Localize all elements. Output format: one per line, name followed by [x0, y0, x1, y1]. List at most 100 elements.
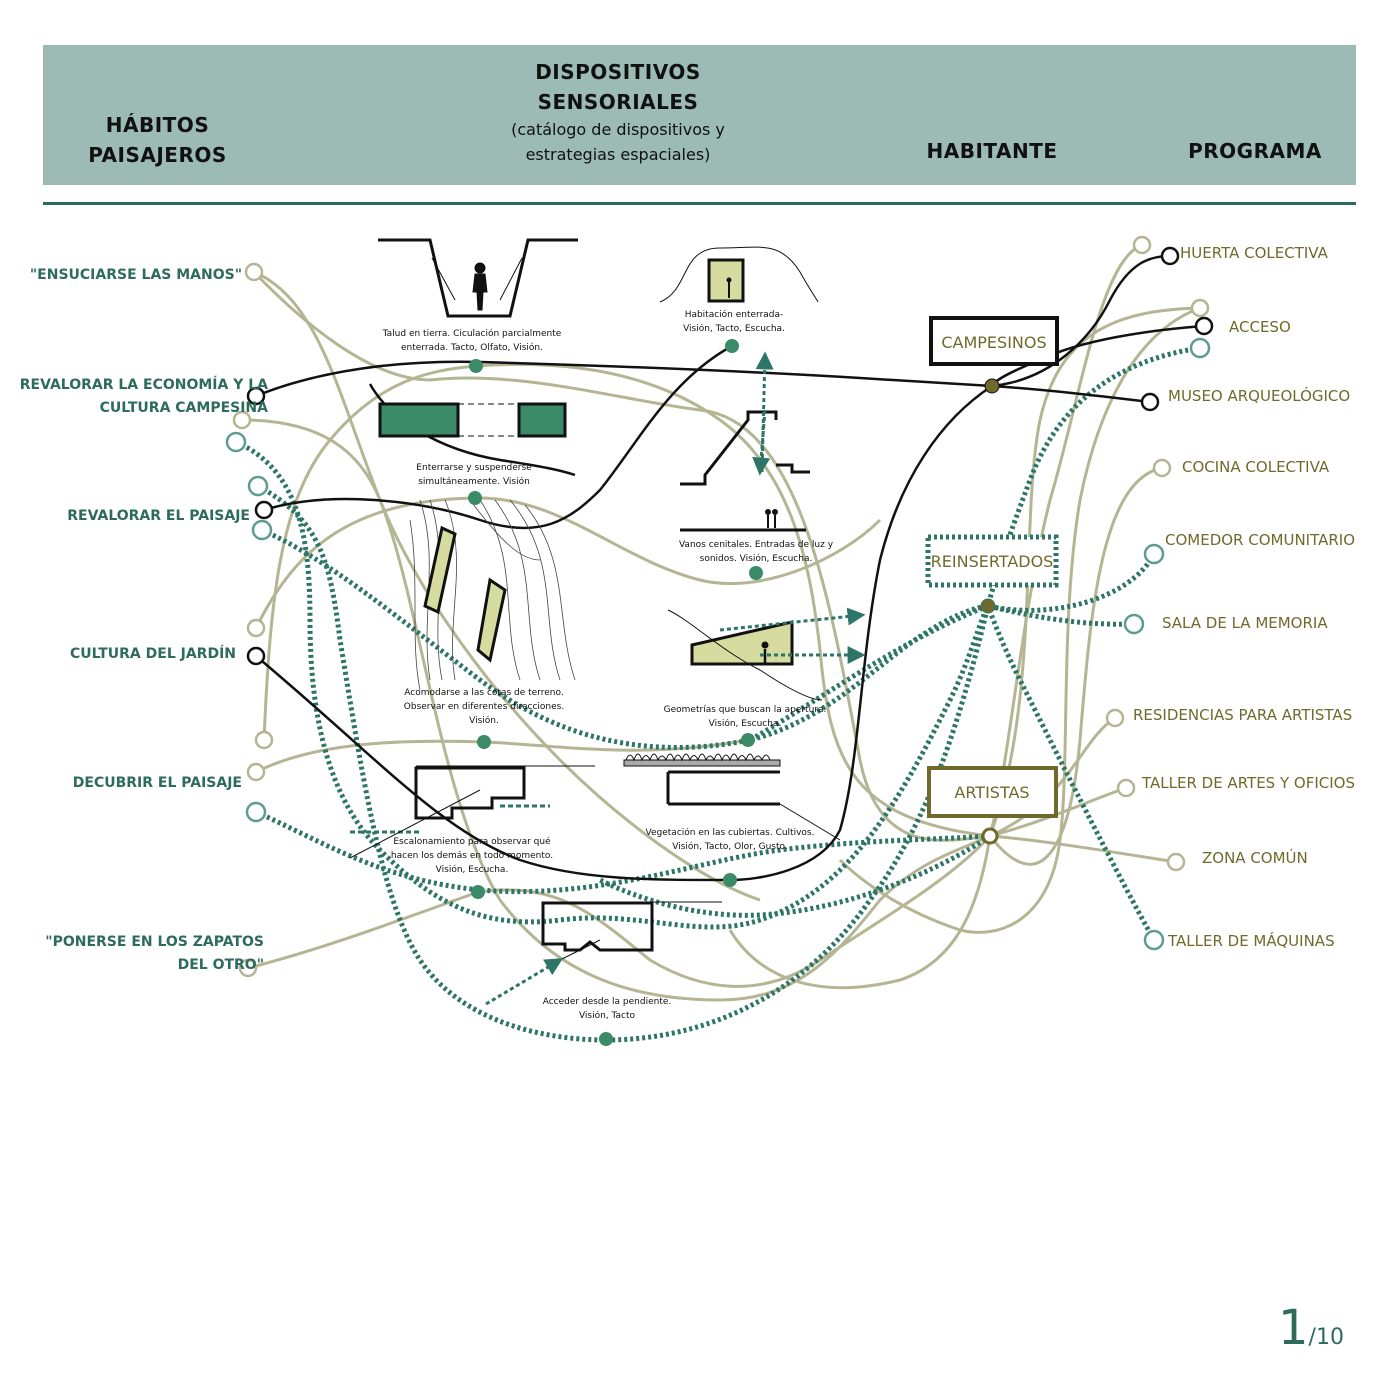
- habit-label[interactable]: REVALORAR EL PAISAJE: [67, 508, 250, 524]
- habit-label[interactable]: CULTURA DEL JARDÍN: [70, 645, 236, 662]
- campesinos-hub[interactable]: [984, 378, 1000, 394]
- header-dispositivos-title: DISPOSITIVOS SENSORIALES: [535, 60, 701, 114]
- habit-endpoint[interactable]: [232, 410, 252, 430]
- device-node[interactable]: [749, 566, 763, 580]
- black-connections: [255, 254, 1205, 882]
- teal-dotted-line: [987, 552, 1157, 613]
- device-node[interactable]: [469, 359, 483, 373]
- khaki-line: [252, 270, 991, 842]
- habit-endpoint[interactable]: [246, 386, 266, 406]
- page-current: 1: [1278, 1300, 1309, 1356]
- program-label[interactable]: MUSEO ARQUEOLÓGICO: [1168, 386, 1350, 405]
- inhabitant-campesinos[interactable]: CAMPESINOS: [929, 316, 1059, 366]
- khaki-line: [253, 270, 761, 902]
- habit-endpoint[interactable]: [246, 618, 266, 638]
- program-endpoint[interactable]: [1194, 316, 1214, 336]
- artistas-hub[interactable]: [981, 827, 999, 845]
- reinsertados-hub[interactable]: [980, 598, 996, 614]
- device-caption: Acceder desde la pendiente.Visión, Tacto: [543, 997, 672, 1021]
- page-total: /10: [1308, 1325, 1344, 1350]
- habit-endpoint[interactable]: [225, 431, 247, 453]
- device-caption: Vegetación en las cubiertas. Cultivos.Vi…: [646, 827, 815, 852]
- program-label[interactable]: TALLER DE ARTES Y OFICIOS: [1141, 774, 1355, 792]
- program-endpoint[interactable]: [1132, 235, 1152, 255]
- teal-dotted-line: [234, 439, 991, 930]
- black-line: [255, 360, 993, 398]
- device-caption: Geometrías que buscan la apertura.Visión…: [664, 705, 827, 729]
- program-label[interactable]: COCINA COLECTIVA: [1182, 458, 1330, 476]
- habit-endpoint[interactable]: [254, 730, 274, 750]
- habit-endpoint[interactable]: [254, 500, 274, 520]
- khaki-line: [988, 306, 1201, 837]
- habit-endpoint[interactable]: [247, 475, 269, 497]
- program-label[interactable]: HUERTA COLECTIVA: [1180, 244, 1329, 262]
- khaki-line: [479, 834, 992, 988]
- program-endpoint[interactable]: [1152, 458, 1172, 478]
- program-endpoint[interactable]: [1116, 778, 1136, 798]
- header-divider: [43, 202, 1356, 205]
- khaki-line: [728, 835, 992, 990]
- program-endpoint[interactable]: [1190, 298, 1210, 318]
- khaki-line: [989, 786, 1127, 838]
- khaki-line: [475, 362, 991, 838]
- program-endpoint[interactable]: [1189, 337, 1211, 359]
- program-endpoint[interactable]: [1143, 929, 1165, 951]
- header-habitante: HABITANTE: [926, 139, 1058, 163]
- device-node[interactable]: [599, 1032, 613, 1046]
- program-label[interactable]: ACCESO: [1229, 318, 1291, 336]
- device-node[interactable]: [471, 885, 485, 899]
- inhabitant-reinsertados[interactable]: REINSERTADOS: [925, 534, 1059, 588]
- khaki-line: [241, 418, 991, 1002]
- program-label[interactable]: RESIDENCIAS PARA ARTISTAS: [1133, 706, 1352, 724]
- program-label[interactable]: SALA DE LA MEMORIA: [1162, 614, 1328, 632]
- inhabitant-artistas[interactable]: ARTISTAS: [927, 766, 1058, 818]
- inhabitant-label: CAMPESINOS: [941, 333, 1046, 352]
- program-endpoint[interactable]: [1123, 613, 1145, 635]
- khaki-line: [247, 890, 479, 970]
- program-endpoint[interactable]: [1143, 543, 1165, 565]
- habit-endpoints: [225, 262, 274, 978]
- teal-dotted-line: [598, 833, 992, 918]
- header-dispositivos-subtitle: (catálogo de dispositivos y estrategias …: [511, 120, 725, 164]
- device-geometrias-illustration: [667, 607, 866, 701]
- page-indicator: 1/10: [1278, 1300, 1344, 1356]
- device-captions: Talud en tierra. Ciculación parcialmente…: [382, 309, 834, 1021]
- device-node[interactable]: [723, 873, 737, 887]
- device-nodes: [468, 339, 763, 1046]
- habit-label[interactable]: "ENSUCIARSE LAS MANOS": [30, 267, 242, 283]
- header-band: [43, 45, 1356, 185]
- inhabitant-label: REINSERTADOS: [931, 552, 1054, 571]
- habit-endpoint[interactable]: [245, 801, 267, 823]
- program-endpoint[interactable]: [1105, 708, 1125, 728]
- habit-endpoint[interactable]: [246, 762, 266, 782]
- device-node[interactable]: [468, 491, 482, 505]
- device-talud-illustration: [378, 238, 578, 318]
- program-labels: HUERTA COLECTIVA ACCESO MUSEO ARQUEOLÓGI…: [1133, 244, 1355, 950]
- device-cotas-illustration: [409, 499, 576, 691]
- habit-endpoint[interactable]: [251, 519, 273, 541]
- khaki-line: [988, 243, 1143, 837]
- program-endpoint[interactable]: [1160, 246, 1180, 266]
- device-caption: Acomodarse a las cotas de terreno.Observ…: [404, 688, 564, 726]
- program-endpoint[interactable]: [1166, 852, 1186, 872]
- program-label[interactable]: COMEDOR COMUNITARIO: [1165, 531, 1355, 549]
- device-habitacion-illustration: [659, 246, 819, 303]
- habit-endpoint[interactable]: [238, 958, 258, 978]
- device-node[interactable]: [477, 735, 491, 749]
- program-endpoint[interactable]: [1140, 392, 1160, 412]
- program-endpoints: [1105, 235, 1214, 951]
- program-label[interactable]: TALLER DE MÁQUINAS: [1167, 931, 1335, 950]
- khaki-line: [989, 716, 1116, 838]
- device-node[interactable]: [725, 339, 739, 353]
- habit-endpoint[interactable]: [246, 646, 266, 666]
- device-node[interactable]: [741, 733, 755, 747]
- program-label[interactable]: ZONA COMÚN: [1202, 848, 1308, 867]
- habit-label[interactable]: DECUBRIR EL PAISAJE: [73, 775, 242, 791]
- teal-dotted-line: [256, 483, 991, 1043]
- habit-endpoint[interactable]: [244, 262, 264, 282]
